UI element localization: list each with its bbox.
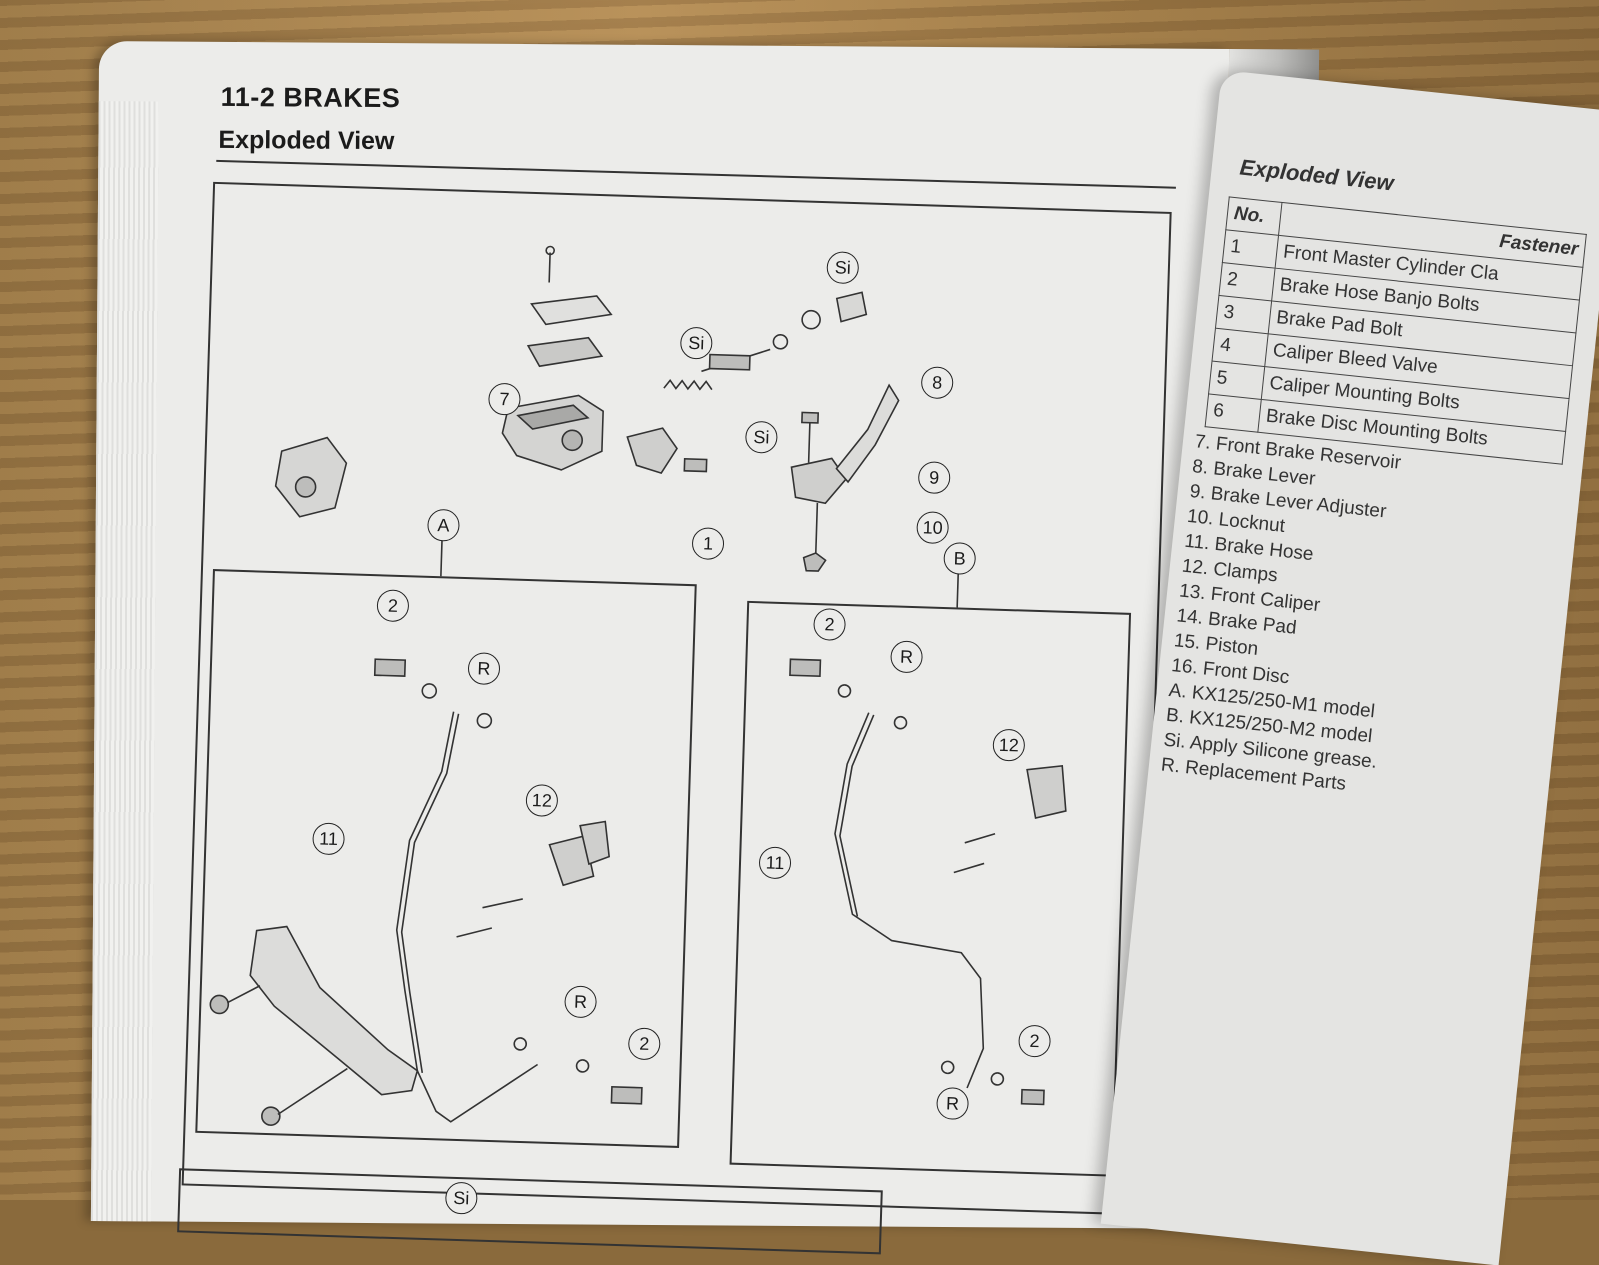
row-no: 3 bbox=[1215, 295, 1272, 334]
parts-legend: 7. Front Brake Reservoir 8. Brake Lever … bbox=[1160, 429, 1410, 799]
brake-exploded-diagram bbox=[209, 245, 1067, 1126]
row-no: 2 bbox=[1218, 262, 1276, 301]
right-page-section-title: Exploded View bbox=[1238, 154, 1395, 196]
page-title: 11-2 BRAKES bbox=[220, 81, 401, 114]
header-divider bbox=[216, 159, 1176, 189]
model-b-subdiagram bbox=[729, 600, 1132, 1177]
left-manual-page: 11-2 BRAKES Exploded View bbox=[90, 41, 1320, 1255]
page-stack-edge bbox=[90, 101, 159, 1222]
row-no: 1 bbox=[1222, 229, 1279, 269]
row-no: 4 bbox=[1212, 328, 1269, 367]
row-no: 6 bbox=[1205, 393, 1262, 433]
column-no: No. bbox=[1225, 196, 1282, 236]
model-a-subdiagram bbox=[195, 569, 697, 1148]
row-no: 5 bbox=[1208, 361, 1265, 400]
exploded-view-figure: Si Si Si 7 8 9 10 1 A B 2 R 12 11 R 2 2 … bbox=[177, 181, 1172, 1255]
section-title: Exploded View bbox=[218, 125, 395, 156]
